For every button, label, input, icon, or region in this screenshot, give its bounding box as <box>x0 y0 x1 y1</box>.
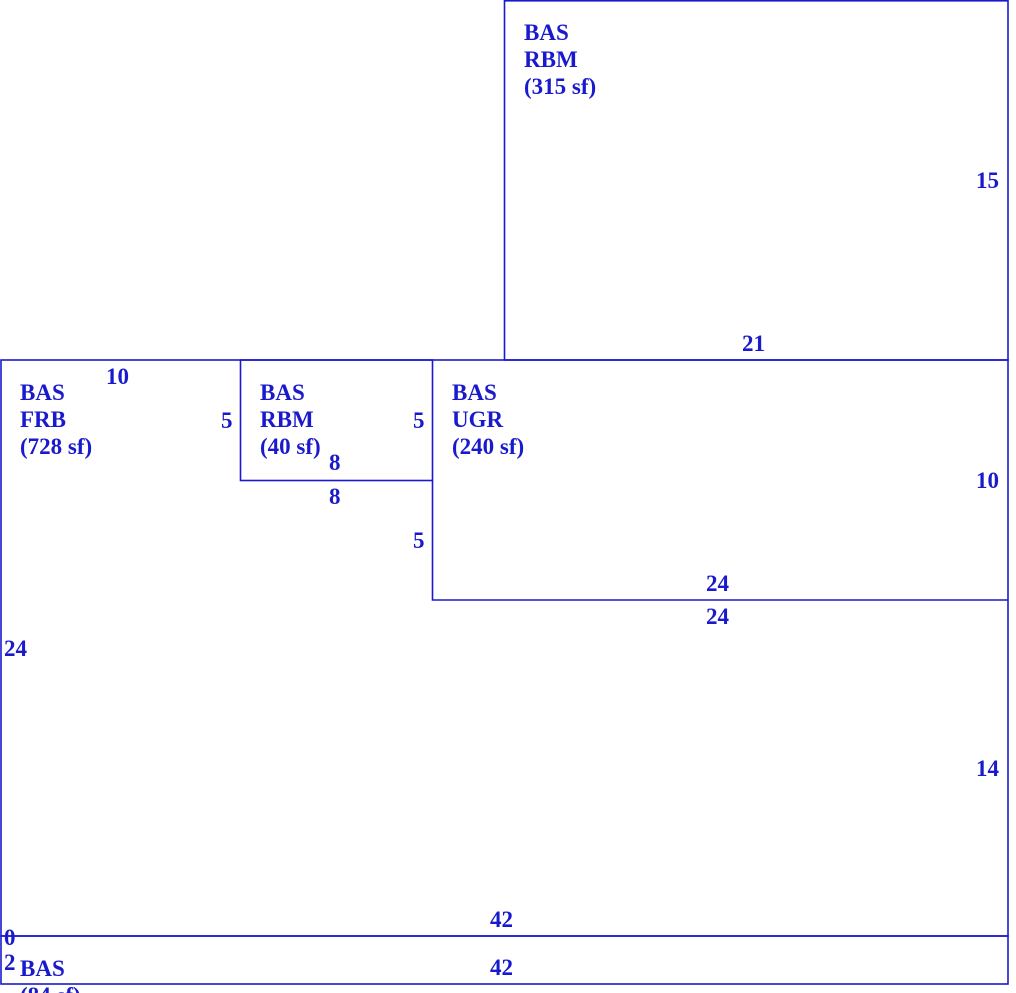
dim-strip-width: 42 <box>490 955 513 980</box>
area-code: BAS <box>20 956 65 981</box>
area-name: UGR <box>452 407 504 432</box>
dim-frb-right-height: 14 <box>976 756 1000 781</box>
area-label-rbm-small: BAS RBM (40 sf) <box>260 380 321 459</box>
area-label-rbm-upper: BAS RBM (315 sf) <box>524 20 596 99</box>
area-code: BAS <box>20 380 65 405</box>
area-size: (40 sf) <box>260 434 321 459</box>
dim-ugr-step-height: 5 <box>413 528 425 553</box>
dim-ugr-width-inner: 24 <box>706 571 730 596</box>
outline-rbm-small <box>239 359 434 482</box>
outline-bottom-strip <box>0 935 1009 985</box>
dimension-labels: 15 21 10 5 5 8 8 5 10 24 24 24 14 42 0 2… <box>4 168 1000 980</box>
dim-frb-left-height: 24 <box>4 636 28 661</box>
area-name: FRB <box>20 407 66 432</box>
area-name: RBM <box>260 407 314 432</box>
dim-rbm-upper-width: 21 <box>742 331 765 356</box>
area-label-bottom-strip: BAS (84 sf) <box>20 956 81 993</box>
area-code: BAS <box>452 380 497 405</box>
dim-frb-top-width: 10 <box>106 364 129 389</box>
area-size: (315 sf) <box>524 74 596 99</box>
dim-ugr-width-outer: 24 <box>706 604 730 629</box>
dim-strip-top-height: 0 <box>4 925 16 950</box>
area-size: (240 sf) <box>452 434 524 459</box>
dim-small-rbm-width-outer: 8 <box>329 484 341 509</box>
dim-ugr-height: 10 <box>976 468 999 493</box>
dim-frb-bottom-width: 42 <box>490 907 513 932</box>
area-size: (728 sf) <box>20 434 92 459</box>
dim-strip-left-height: 2 <box>4 950 16 975</box>
dim-small-rbm-height: 5 <box>413 408 425 433</box>
area-name: RBM <box>524 47 578 72</box>
dim-rbm-upper-height: 15 <box>976 168 999 193</box>
area-code: BAS <box>260 380 305 405</box>
area-size: (84 sf) <box>20 983 81 993</box>
area-code: BAS <box>524 20 569 45</box>
dim-frb-notch-height: 5 <box>221 408 233 433</box>
area-label-frb: BAS FRB (728 sf) <box>20 380 92 459</box>
area-label-ugr: BAS UGR (240 sf) <box>452 380 524 459</box>
outline-rbm-upper <box>503 0 1009 361</box>
dim-small-rbm-width-inner: 8 <box>329 450 341 475</box>
outline-ugr <box>431 480 1008 601</box>
